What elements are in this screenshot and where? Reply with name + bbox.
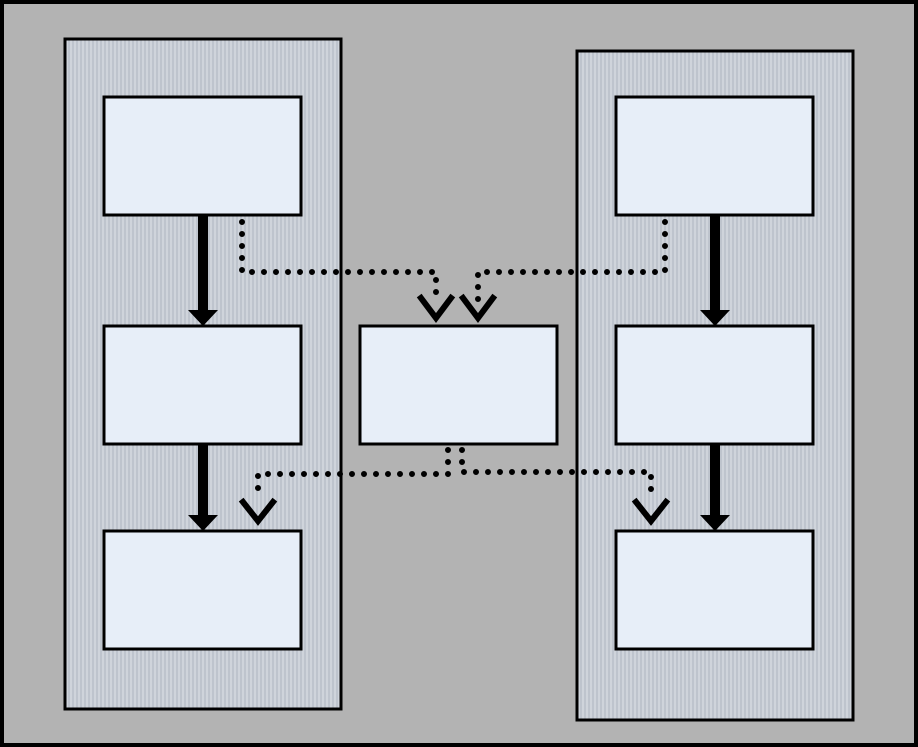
left-box-1	[102, 95, 303, 217]
solid-arrowhead-right-1-2	[700, 310, 730, 326]
right-box-3	[614, 529, 815, 651]
center-box	[358, 324, 559, 446]
chevron-down-icon	[458, 293, 498, 323]
chevron-down-icon	[631, 497, 671, 526]
dotted-arrow-right-to-center	[475, 219, 668, 305]
dotted-arrow-center-to-left	[255, 447, 451, 503]
right-box-2	[614, 324, 815, 446]
dotted-arrow-left-to-center	[239, 219, 439, 305]
right-box-1	[614, 95, 815, 217]
dotted-arrow-center-to-right	[459, 447, 654, 503]
open-arrowheads	[238, 293, 671, 526]
process-boxes	[102, 95, 815, 651]
chevron-down-icon	[416, 293, 456, 323]
solid-arrowhead-left-1-2	[188, 310, 218, 326]
dotted-arrows	[239, 219, 668, 503]
chevron-down-icon	[238, 497, 278, 526]
left-box-3	[102, 529, 303, 651]
solid-arrowhead-left-2-3	[188, 515, 218, 531]
left-box-2	[102, 324, 303, 446]
solid-arrows	[188, 215, 730, 531]
solid-arrowhead-right-2-3	[700, 515, 730, 531]
